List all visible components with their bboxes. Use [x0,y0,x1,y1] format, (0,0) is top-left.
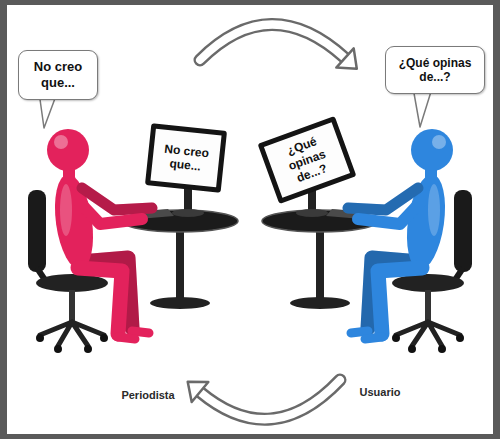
screen-text: ¿Qué opinas de...? [270,129,345,191]
bubble-text: ¿Qué opinas de...? [393,56,477,85]
screen-text: No creo que... [156,141,217,176]
arrow-head [188,382,209,402]
panel [7,5,493,434]
cycle-arrow [200,380,340,419]
speech-bubble: No creo que... [18,50,98,100]
bubble-text: No creo que... [26,59,90,90]
cycle-arrow [200,24,345,60]
cycle-arrow [200,24,345,60]
figure-label: Usuario [360,386,401,398]
journalist-figure [47,129,152,339]
monitor-screen: No creo que... [145,123,227,193]
arrow-head [336,48,357,68]
figure-label: Periodista [121,389,174,401]
speech-bubble: ¿Qué opinas de...? [385,46,485,94]
cycle-arrow [200,380,340,419]
monitor-screen: ¿Qué opinas de...? [258,116,357,204]
user-figure [348,129,453,339]
